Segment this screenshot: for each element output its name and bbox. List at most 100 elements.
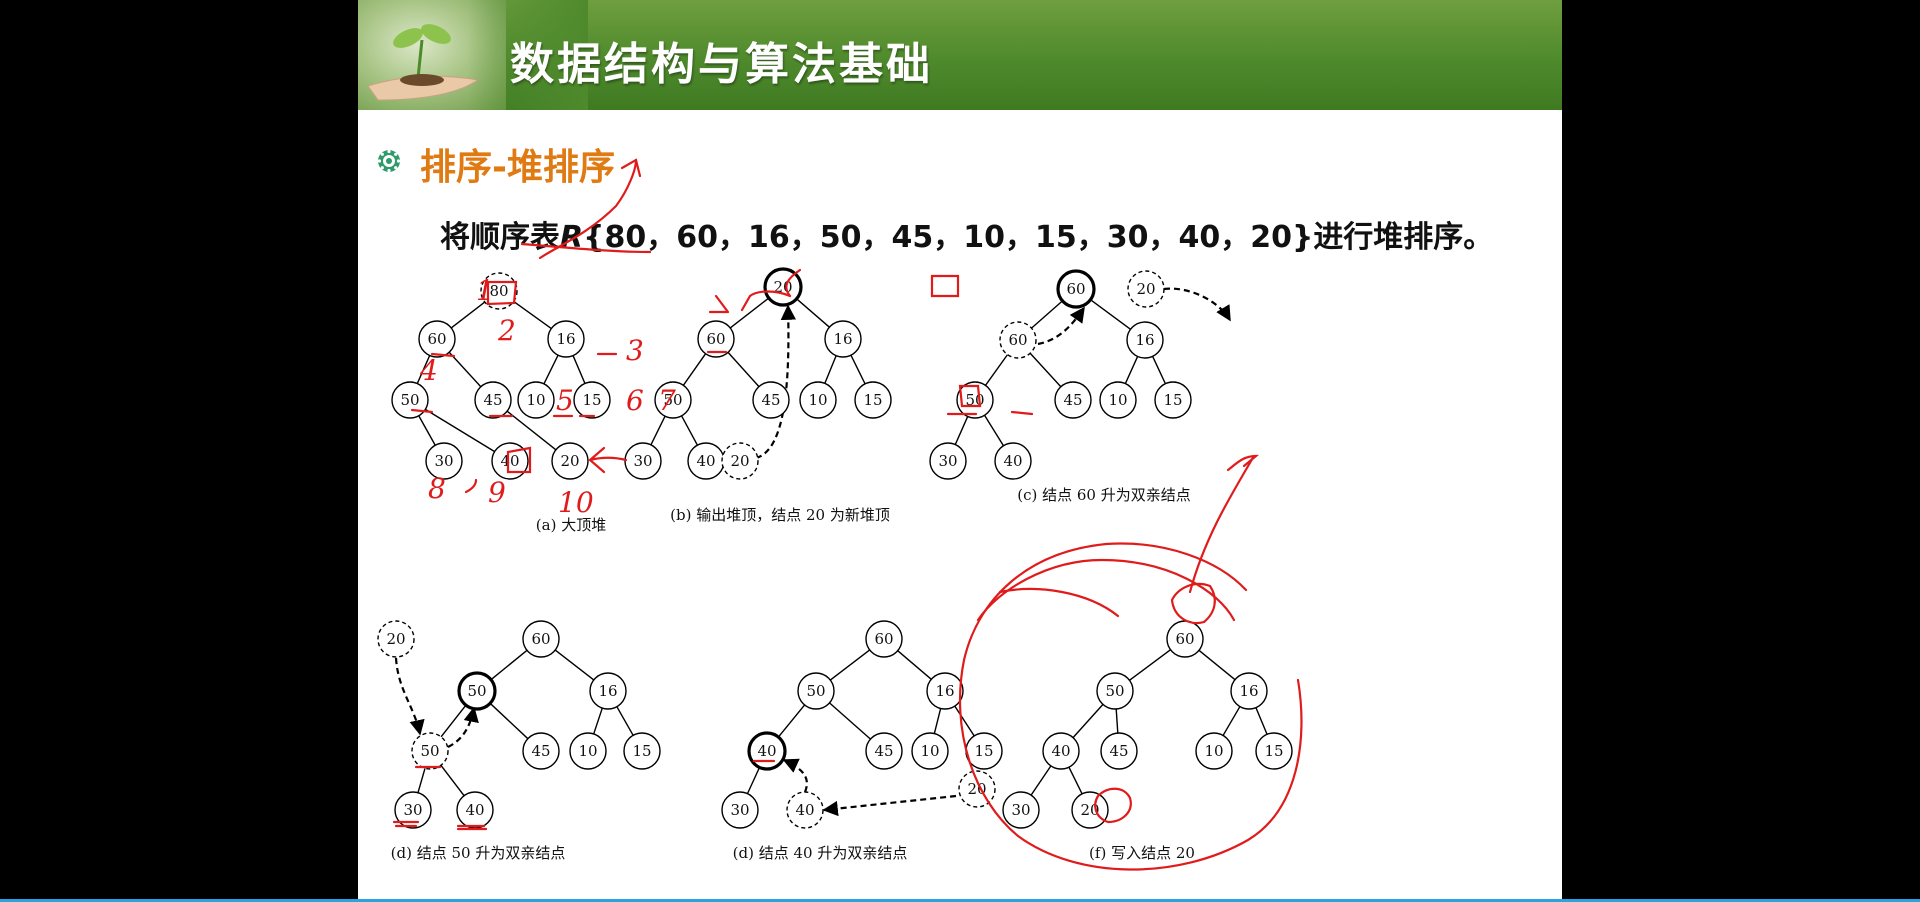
problem-sequence: {80，60，16，50，45，10，15，30，40，20}: [583, 220, 1314, 255]
ink-stroke: [1170, 582, 1216, 625]
tree-node: 20: [721, 442, 759, 480]
tree-edge: [850, 354, 866, 385]
tree-node: 10: [799, 381, 837, 419]
tree-edge: [513, 300, 552, 330]
ink-stroke: [930, 274, 960, 298]
move-arrow: [394, 657, 425, 736]
node-value: 60: [1066, 280, 1085, 298]
tree-edge: [933, 708, 942, 734]
panel-caption: (a) 大顶堆: [536, 516, 606, 534]
tree-edge: [490, 649, 528, 681]
panel-caption: (b) 输出堆顶，结点 20 为新堆顶: [670, 506, 890, 524]
node-value: 60: [1175, 630, 1194, 648]
tree-node: 15: [965, 732, 1003, 770]
tree-edge: [418, 415, 436, 446]
header-fade: [468, 0, 588, 110]
ink-order-number: 3: [626, 334, 644, 367]
tree-node: 40: [491, 442, 529, 480]
node-value: 40: [465, 801, 484, 819]
ink-stroke: [998, 587, 1120, 618]
tree-edge: [572, 355, 586, 384]
node-value: 20: [386, 630, 405, 648]
panel-caption: (f) 写入结点 20: [1089, 844, 1195, 862]
node-value: 30: [403, 801, 422, 819]
window-bottom-edge: [0, 899, 1920, 902]
tree-node: 45: [1100, 732, 1138, 770]
tree-edge: [897, 650, 932, 680]
problem-suffix: 进行堆排序。: [1313, 220, 1494, 255]
tree-edge: [425, 408, 495, 453]
panel-caption: (d) 结点 50 升为双亲结点: [391, 844, 566, 862]
tree-node: 15: [854, 381, 892, 419]
tree-edge: [984, 354, 1009, 386]
tree-edge: [777, 704, 806, 738]
tree-edge: [1029, 352, 1062, 388]
ink-order-number: 9: [488, 476, 506, 509]
tree-edge: [680, 415, 699, 446]
tree-edge: [1255, 707, 1268, 735]
tree-node: 30: [1002, 791, 1040, 829]
node-value: 50: [1105, 682, 1124, 700]
move-arrow: [822, 794, 957, 817]
ink-stroke: [976, 558, 1236, 622]
node-value: 45: [761, 391, 780, 409]
tree-node: 15: [1255, 732, 1293, 770]
tree-node: 40: [786, 791, 824, 829]
gear-flower-icon: [377, 149, 401, 173]
tree-edge: [1129, 649, 1171, 681]
tree-node: 16: [824, 320, 862, 358]
node-value: 60: [706, 330, 725, 348]
node-value: 60: [874, 630, 893, 648]
problem-prefix: 将顺序表: [440, 220, 560, 255]
tree-node: 16: [1230, 672, 1268, 710]
tree-edge: [1090, 299, 1131, 330]
tree-edge: [1222, 706, 1241, 736]
tree-node: 50: [411, 732, 449, 770]
node-value: 20: [560, 452, 579, 470]
ink-order-number: 8: [428, 472, 446, 505]
node-value: 40: [1051, 742, 1070, 760]
node-value: 30: [938, 452, 957, 470]
tree-edge: [1151, 356, 1167, 384]
tree-edge: [954, 705, 975, 737]
ink-stroke: [785, 268, 802, 298]
tree-edge: [824, 355, 837, 384]
tree-edge: [983, 414, 1005, 447]
node-value: 60: [427, 330, 446, 348]
tree-edge: [650, 415, 666, 446]
slide-header: 数据结构与算法基础: [358, 0, 1562, 110]
tree-node: 20: [958, 770, 996, 808]
ink-stroke: [1010, 410, 1034, 416]
tree-node: 45: [865, 732, 903, 770]
node-value: 10: [526, 391, 545, 409]
ink-order-number: 6: [626, 384, 644, 417]
tree-node: 15: [623, 732, 661, 770]
tree-node: 40: [994, 442, 1032, 480]
node-value: 50: [467, 682, 486, 700]
ink-order-number: 2: [497, 314, 516, 347]
tree-node: 50: [797, 672, 835, 710]
ink-stroke: [520, 242, 652, 254]
tree-edge: [954, 416, 969, 445]
tree-node: 60: [999, 321, 1037, 359]
ink-order-number: 1: [476, 274, 494, 307]
tree-node: 30: [394, 791, 432, 829]
tree-edge: [448, 351, 482, 388]
tree-node: 10: [911, 732, 949, 770]
node-value: 40: [1003, 452, 1022, 470]
node-value: 30: [730, 801, 749, 819]
node-value: 10: [1204, 742, 1223, 760]
tree-node: 40: [747, 731, 787, 771]
ink-stroke: [430, 352, 456, 358]
node-value: 50: [420, 742, 439, 760]
move-arrow: [1037, 306, 1085, 346]
tree-node: 45: [522, 732, 560, 770]
tree-node: 20: [551, 442, 589, 480]
tree-node: 40: [1042, 732, 1080, 770]
tree-node: 10: [1195, 732, 1233, 770]
page-title: 数据结构与算法基础: [510, 39, 933, 90]
tree-edge: [1030, 765, 1052, 796]
move-arrow: [447, 706, 479, 748]
tree-node: 10: [517, 381, 555, 419]
problem-r: R: [560, 220, 584, 255]
